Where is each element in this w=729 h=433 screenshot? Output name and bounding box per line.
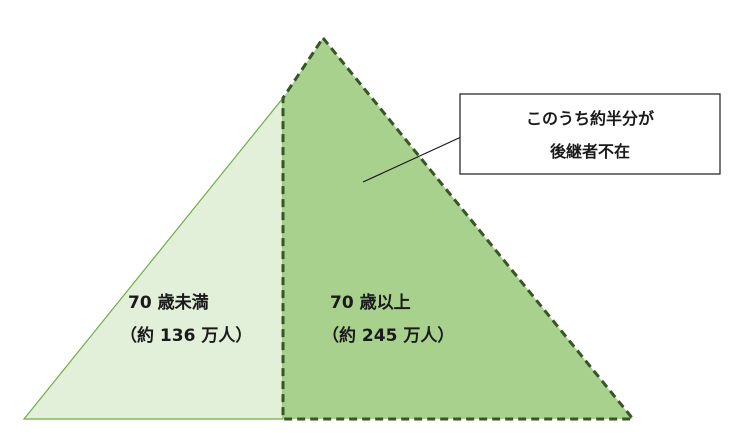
under-70-value: （約 136 万人） [120, 325, 252, 346]
callout-line-2: 後継者不在 [550, 142, 630, 161]
over-70-region [281, 35, 637, 421]
over-70-value: （約 245 万人） [322, 325, 454, 346]
under-70-title: 70 歳未満 [128, 292, 209, 313]
callout-pointer-line [362, 131, 473, 183]
over-70-title: 70 歳以上 [330, 292, 411, 313]
callout-line-1: このうち約半分が [526, 109, 654, 128]
under-70-region [22, 96, 284, 420]
callout-box [459, 93, 721, 175]
